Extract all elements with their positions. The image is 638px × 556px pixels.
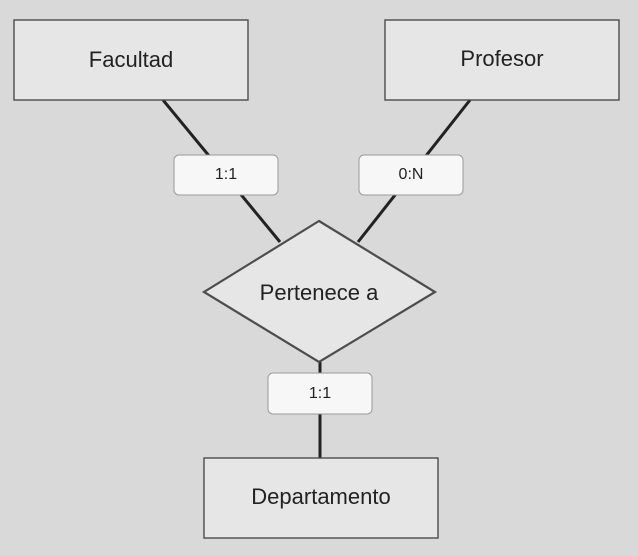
cardinality-profesor-box — [358, 154, 464, 196]
entity-profesor-label: Profesor — [460, 46, 543, 71]
entity-departamento[interactable]: Departamento — [203, 457, 439, 539]
cardinality-profesor[interactable]: 0:N — [358, 154, 464, 196]
cardinality-facultad[interactable]: 1:1 — [173, 154, 279, 196]
entity-profesor-box — [384, 19, 620, 101]
cardinality-profesor-label: 0:N — [399, 166, 424, 183]
entity-facultad-box — [13, 19, 249, 101]
entity-facultad-label: Facultad — [89, 47, 173, 72]
relationship-pertenece-a[interactable]: Pertenece a — [201, 219, 438, 364]
entity-facultad[interactable]: Facultad — [13, 19, 249, 101]
entity-departamento-label: Departamento — [251, 484, 390, 509]
cardinality-departamento[interactable]: 1:1 — [267, 372, 373, 415]
cardinality-departamento-label: 1:1 — [309, 385, 331, 402]
relationship-diamond — [201, 219, 438, 364]
entity-departamento-box — [203, 457, 439, 539]
cardinality-departamento-box — [267, 372, 373, 415]
entity-profesor[interactable]: Profesor — [384, 19, 620, 101]
relationship-label: Pertenece a — [260, 280, 379, 305]
cardinality-facultad-label: 1:1 — [215, 166, 237, 183]
cardinality-facultad-box — [173, 154, 279, 196]
